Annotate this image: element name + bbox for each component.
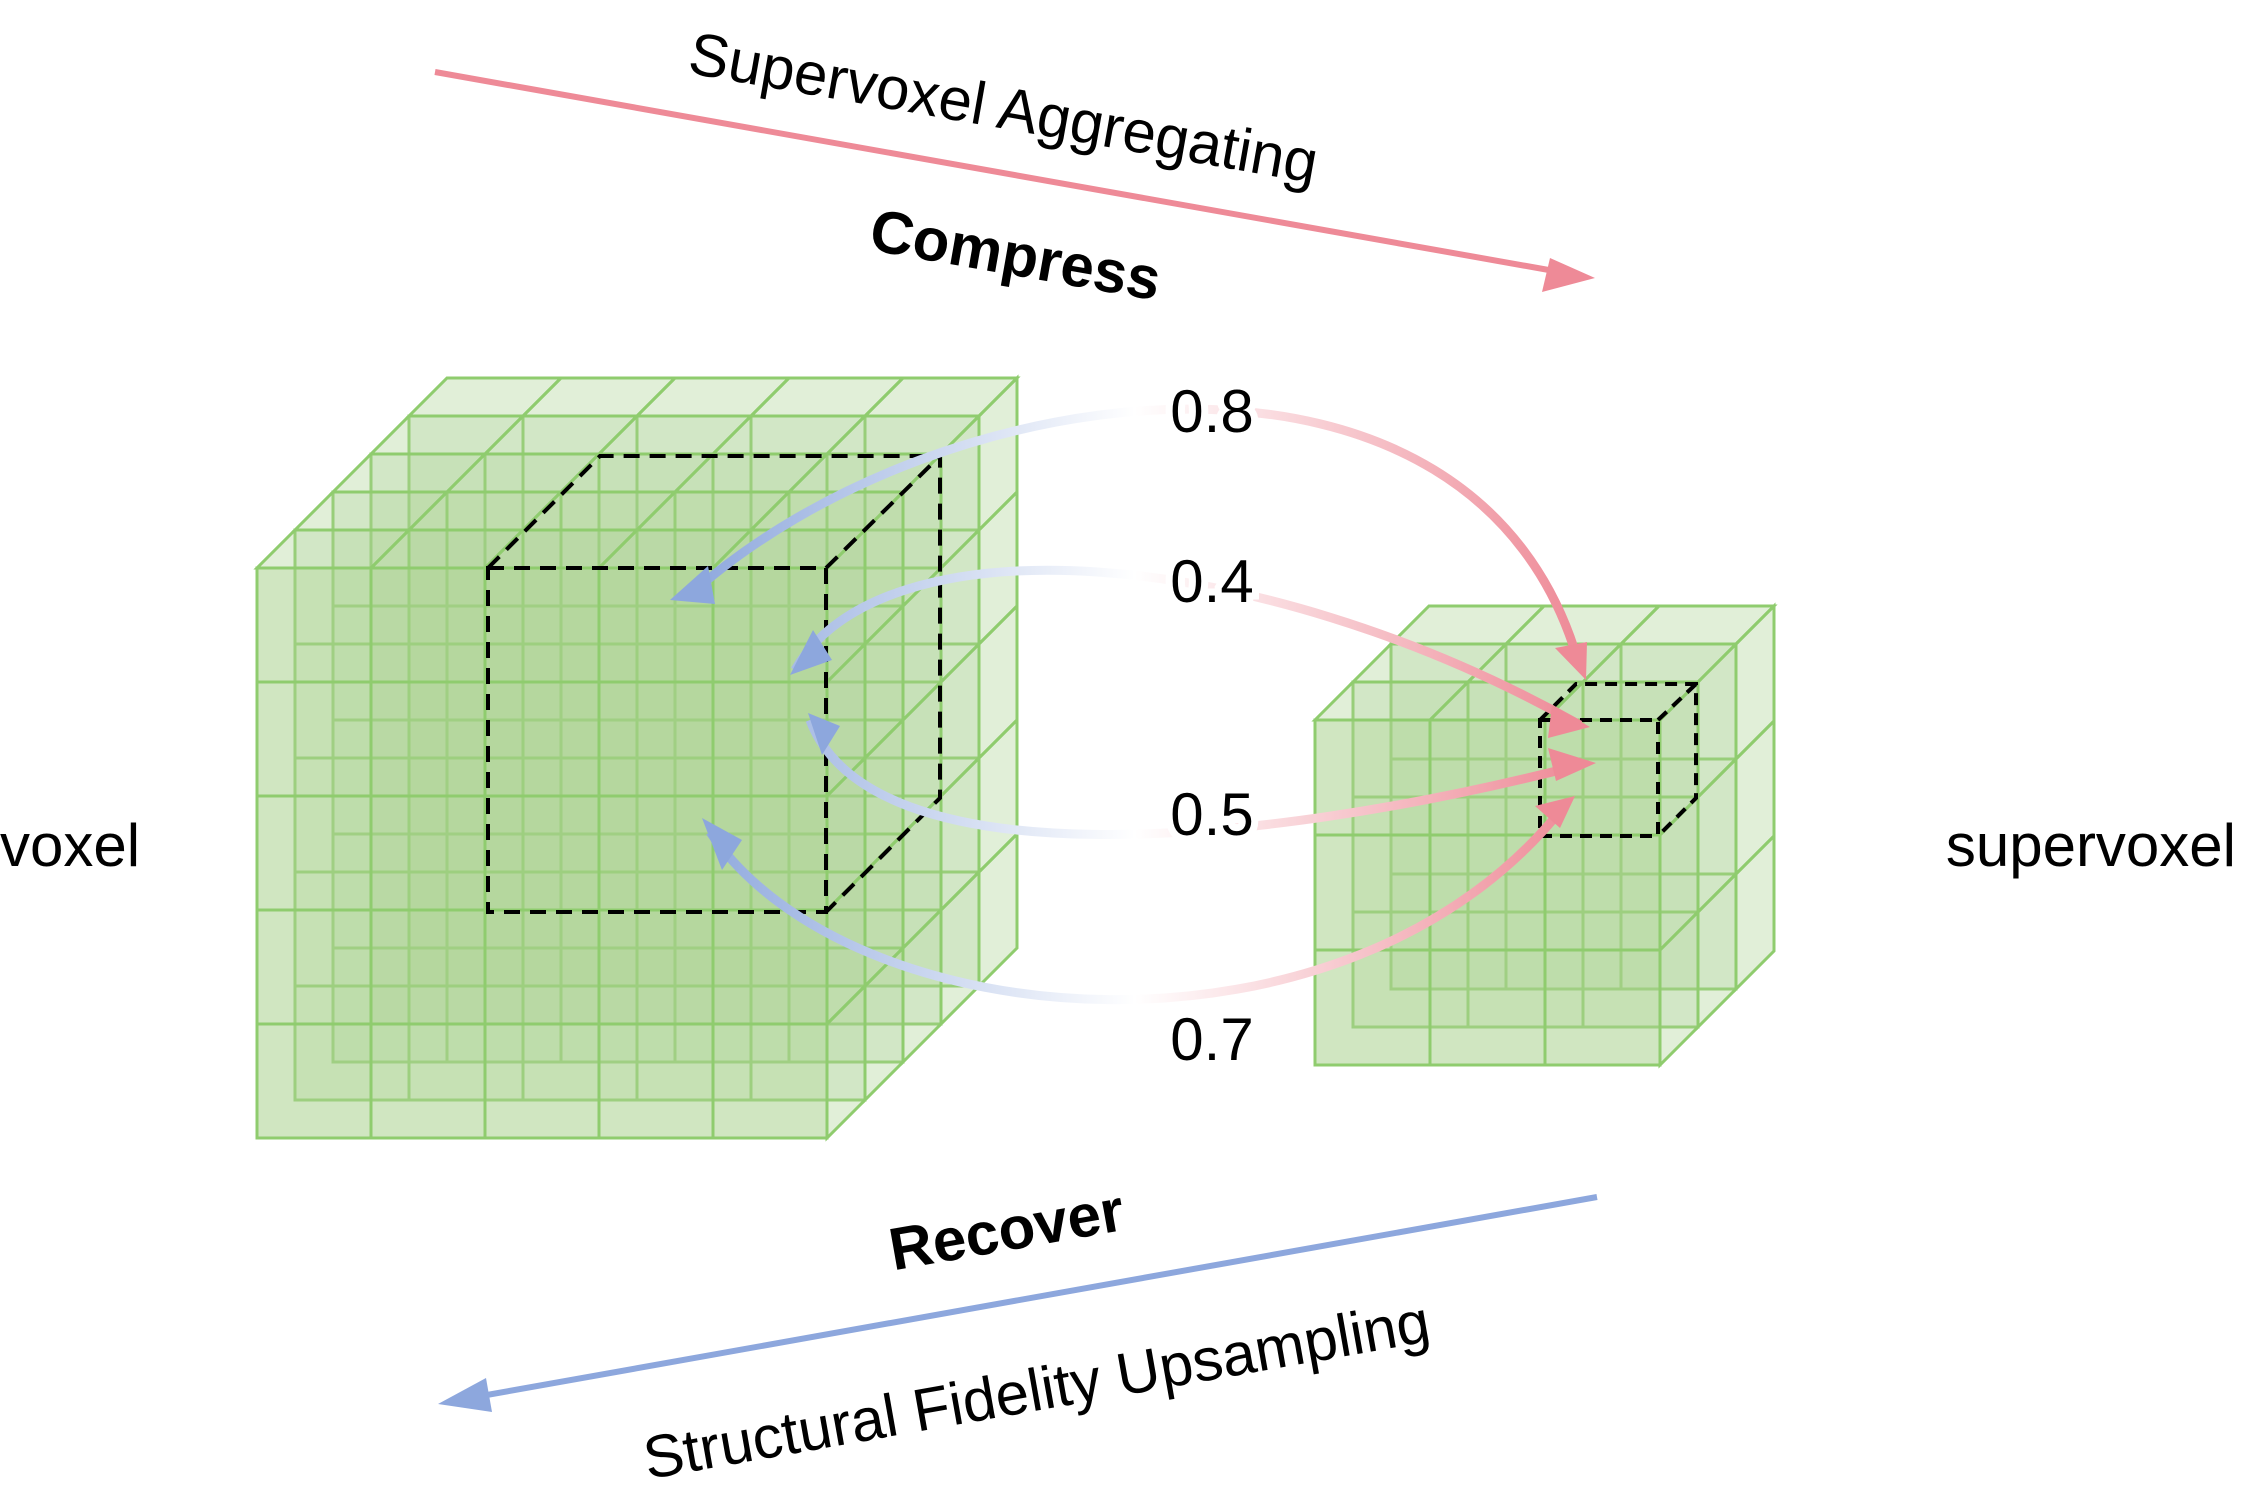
lattice-cell-front <box>597 680 715 798</box>
bottom-action-label: Recover <box>884 1176 1129 1283</box>
supervoxel-highlight-edge <box>1656 682 1698 722</box>
arrowhead-red-3 <box>1548 748 1596 781</box>
lattice-cell-front <box>369 794 487 912</box>
lattice-cell-front <box>483 1022 601 1140</box>
lattice-cell-front <box>483 908 601 1026</box>
mapping-arc-3 <box>805 718 1582 839</box>
arrowhead-blue-3 <box>808 713 840 755</box>
lattice-cell-front <box>255 1022 373 1140</box>
mapping-arc-2 <box>791 565 1583 729</box>
arrow-heads <box>670 566 1596 870</box>
lattice-cell-front <box>369 680 487 798</box>
lattice-cell-front <box>597 1022 715 1140</box>
arrowhead-blue-2 <box>790 630 832 675</box>
arrowhead-red-4 <box>1535 796 1575 828</box>
lattice-cell-front <box>255 566 373 684</box>
weight-label-2: 0.4 <box>1170 548 1253 615</box>
lattice-cell-front <box>483 794 601 912</box>
mapping-arc-4 <box>706 802 1569 1005</box>
voxel-label: voxel <box>0 812 140 879</box>
lattice-cell-front <box>255 680 373 798</box>
supervoxel-highlight-top <box>1538 682 1698 838</box>
arrowhead-blue-1 <box>670 566 715 604</box>
lattice-cell-front <box>369 566 487 684</box>
arrowhead-red-2 <box>1548 705 1590 738</box>
weight-label-4: 0.7 <box>1170 1006 1253 1073</box>
lattice-cell-front <box>711 680 829 798</box>
compress-direction-arrow <box>434 69 1595 292</box>
lattice-cell-front <box>1428 948 1547 1067</box>
supervoxel-highlight-front <box>1538 718 1660 838</box>
supervoxel-label: supervoxel <box>1946 812 2236 879</box>
voxel-grid-cube <box>253 374 1021 1142</box>
lattice-cell-front <box>597 908 715 1026</box>
lattice-cell-front <box>369 1022 487 1140</box>
lattice-cell-front <box>1543 833 1662 952</box>
mapping-arc-1 <box>686 404 1585 670</box>
top-process-label: Supervoxel Aggregating <box>684 20 1323 197</box>
weight-labels: 0.8 0.4 0.5 0.7 <box>1163 371 1260 1080</box>
lattice-cell-side <box>1658 908 1700 1069</box>
lattice-cell-front <box>597 794 715 912</box>
bottom-process-label: Structural Fidelity Upsampling <box>638 1288 1434 1492</box>
lattice-cell-front <box>711 1022 829 1140</box>
mapping-arrows <box>686 404 1585 1005</box>
lattice-cell-front <box>255 794 373 912</box>
weight-label-3: 0.5 <box>1170 781 1253 848</box>
arrowhead-red-1 <box>1555 642 1587 680</box>
arrowhead-blue-4 <box>702 818 742 870</box>
lattice-cell-front <box>1543 948 1662 1067</box>
lattice-cell-front <box>483 566 601 684</box>
lattice-cell-front <box>369 908 487 1026</box>
voxel-block-highlight-edge <box>824 454 942 570</box>
lattice-cell-front <box>483 680 601 798</box>
lattice-cell-front <box>255 908 373 1026</box>
weight-label-1: 0.8 <box>1170 378 1253 445</box>
top-action-label: Compress <box>865 196 1166 313</box>
lattice-cell-side <box>825 982 867 1142</box>
recover-direction-arrow <box>438 1194 1598 1412</box>
